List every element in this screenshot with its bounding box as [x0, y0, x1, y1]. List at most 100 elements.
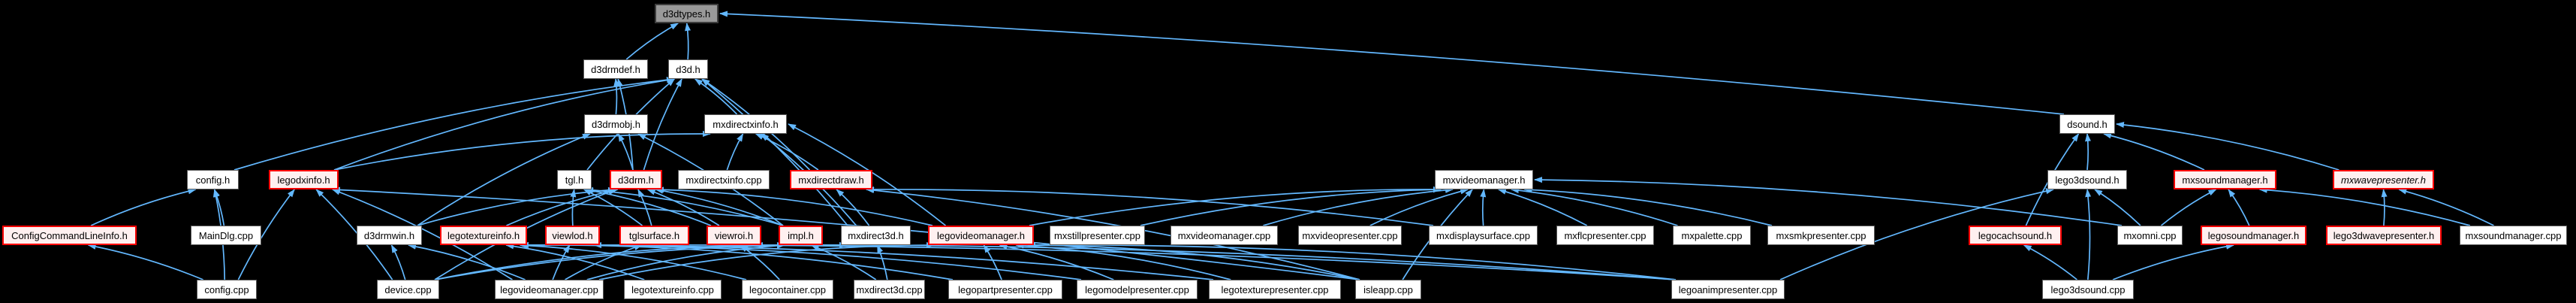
graph-node-label: viewroi.h [714, 229, 754, 241]
include-edge [565, 244, 643, 280]
graph-node-label: legopartpresenter.cpp [958, 283, 1053, 295]
graph-node-device-cpp[interactable]: device.cpp [377, 280, 439, 299]
graph-node-mxflcpresenter-cpp[interactable]: mxflcpresenter.cpp [1556, 226, 1654, 245]
include-edge [332, 186, 1360, 280]
graph-node-label: legoanimpresenter.cpp [1678, 283, 1778, 295]
include-edge [685, 23, 691, 60]
graph-node-label: mxvideomanager.cpp [1177, 229, 1271, 241]
graph-node-legovideomanager-cpp[interactable]: legovideomanager.cpp [495, 280, 604, 299]
graph-node-mxdisplaysurface-cpp[interactable]: mxdisplaysurface.cpp [1429, 226, 1538, 245]
graph-node-mxwavepresenter-h[interactable]: mxwavepresenter.h [2333, 170, 2434, 189]
include-edge [1523, 186, 1773, 226]
graph-node-mxvideopresenter-cpp[interactable]: mxvideopresenter.cpp [1298, 226, 1402, 245]
include-edge [1497, 188, 1588, 226]
graph-node-label: isleapp.cpp [1363, 283, 1413, 295]
graph-node-legomodelpresenter-cpp[interactable]: legomodelpresenter.cpp [1077, 280, 1198, 299]
include-edge [810, 244, 877, 280]
graph-node-legodxinfo-h[interactable]: legodxinfo.h [269, 170, 339, 189]
graph-node-mxomni-cpp[interactable]: mxomni.cpp [2117, 226, 2183, 245]
graph-node-viewroi-h[interactable]: viewroi.h [707, 226, 761, 245]
graph-node-label: lego3dwavepresenter.h [2333, 229, 2435, 241]
graph-node-label: d3dtypes.h [662, 8, 711, 20]
include-edge [2094, 189, 2141, 226]
graph-node-legotextureinfo-cpp[interactable]: legotextureinfo.cpp [624, 280, 722, 299]
include-edge [2023, 244, 2077, 280]
graph-node-legopartpresenter-cpp[interactable]: legopartpresenter.cpp [948, 280, 1062, 299]
include-edge [434, 241, 785, 280]
graph-node-lego3dsound-h[interactable]: lego3dsound.h [2047, 170, 2127, 189]
graph-node-label: config.h [195, 174, 230, 186]
graph-node-mxdirectxinfo-cpp[interactable]: mxdirectxinfo.cpp [678, 170, 770, 189]
graph-node-mxdirect3d-h[interactable]: mxdirect3d.h [841, 226, 911, 245]
graph-node-mxdirectxinfo-h[interactable]: mxdirectxinfo.h [704, 114, 787, 134]
graph-node-mxvideomanager-h[interactable]: mxvideomanager.h [1435, 170, 1533, 189]
include-edge [2085, 189, 2092, 280]
graph-node-label: legocachsound.h [1978, 229, 2053, 241]
graph-node-isleapp-cpp[interactable]: isleapp.cpp [1355, 280, 1421, 299]
graph-node-lego3dwavepresenter-h[interactable]: lego3dwavepresenter.h [2326, 226, 2442, 245]
graph-node-lego3dsound-cpp[interactable]: lego3dsound.cpp [2042, 280, 2134, 299]
graph-node-label: legodxinfo.h [277, 174, 330, 186]
graph-node-config-cpp[interactable]: config.cpp [197, 280, 257, 299]
graph-node-mxsoundmanager-cpp[interactable]: mxsoundmanager.cpp [2460, 226, 2567, 245]
graph-node-mxvideomanager-cpp[interactable]: mxvideomanager.cpp [1170, 226, 1278, 245]
include-edge [552, 244, 571, 280]
graph-node-legotextureinfo-h[interactable]: legotextureinfo.h [440, 226, 527, 245]
include-edge [637, 189, 652, 226]
graph-node-label: mxomni.cpp [2123, 229, 2177, 241]
include-edge [726, 133, 744, 171]
include-edge [643, 78, 682, 171]
graph-node-d3drmdef-h[interactable]: d3drmdef.h [583, 59, 648, 79]
graph-node-label: lego3dsound.cpp [2050, 283, 2126, 295]
graph-node-label: mxpalette.cpp [1681, 229, 1743, 241]
include-edge [2228, 189, 2250, 226]
graph-node-ConfigCommandLineInfo-h[interactable]: ConfigCommandLineInfo.h [2, 226, 137, 245]
graph-node-label: lego3dsound.h [2055, 174, 2120, 186]
graph-node-tglsurface-h[interactable]: tglsurface.h [619, 226, 689, 245]
graph-node-MainDlg-cpp[interactable]: MainDlg.cpp [191, 226, 261, 245]
include-edge [617, 133, 634, 171]
graph-node-label: legotextureinfo.cpp [631, 283, 714, 295]
include-edge [519, 242, 747, 280]
graph-node-d3d-h[interactable]: d3d.h [668, 59, 708, 79]
graph-node-mxdirect3d-cpp[interactable]: mxdirect3d.cpp [854, 280, 925, 299]
graph-node-impl-h[interactable]: impl.h [779, 226, 823, 245]
graph-node-d3drm-h[interactable]: d3drm.h [610, 170, 662, 189]
graph-node-mxsmkpresenter-cpp[interactable]: mxsmkpresenter.cpp [1767, 226, 1875, 245]
graph-node-mxpalette-cpp[interactable]: mxpalette.cpp [1673, 226, 1751, 245]
graph-node-d3drmwin-h[interactable]: d3drmwin.h [357, 226, 422, 245]
include-edge [1027, 241, 1677, 280]
graph-node-viewlod-h[interactable]: viewlod.h [545, 226, 600, 245]
include-edge [1263, 186, 1454, 226]
graph-node-legovideomanager-h[interactable]: legovideomanager.h [928, 226, 1034, 245]
include-edge [740, 244, 780, 280]
graph-node-label: impl.h [788, 229, 814, 241]
graph-node-label: dsound.h [2067, 118, 2107, 130]
graph-node-mxdirectdraw-h[interactable]: mxdirectdraw.h [790, 170, 872, 189]
graph-node-legoanimpresenter-cpp[interactable]: legoanimpresenter.cpp [1671, 280, 1785, 299]
include-edge [2112, 243, 2235, 280]
graph-node-tgl-h[interactable]: tgl.h [557, 170, 592, 189]
graph-node-dsound-h[interactable]: dsound.h [2059, 114, 2115, 134]
graph-node-mxstillpresenter-cpp[interactable]: mxstillpresenter.cpp [1050, 226, 1145, 245]
graph-node-label: tglsurface.h [628, 229, 680, 241]
include-edge [999, 244, 1114, 280]
graph-node-legosoundmanager-h[interactable]: legosoundmanager.h [2201, 226, 2306, 245]
graph-node-legocachsound-h[interactable]: legocachsound.h [1969, 226, 2062, 245]
include-edge [585, 187, 712, 226]
graph-node-d3drmobj-h[interactable]: d3drmobj.h [584, 114, 648, 134]
graph-node-label: mxflcpresenter.cpp [1564, 229, 1647, 241]
graph-node-mxsoundmanager-h[interactable]: mxsoundmanager.h [2174, 170, 2276, 189]
graph-node-label: mxsoundmanager.h [2182, 174, 2268, 186]
graph-node-d3dtypes-h: d3dtypes.h [655, 4, 719, 23]
graph-node-legocontainer-cpp[interactable]: legocontainer.cpp [742, 280, 833, 299]
include-edge [417, 133, 591, 226]
graph-node-label: d3drmobj.h [591, 118, 641, 130]
graph-node-config-h[interactable]: config.h [187, 170, 239, 189]
include-edge [625, 23, 679, 60]
graph-node-label: legomodelpresenter.cpp [1085, 283, 1189, 295]
include-edge [333, 77, 675, 171]
graph-node-legotexturepresenter-cpp[interactable]: legotexturepresenter.cpp [1209, 280, 1341, 299]
include-edge [655, 186, 933, 226]
graph-node-label: mxvideopresenter.cpp [1302, 229, 1398, 241]
